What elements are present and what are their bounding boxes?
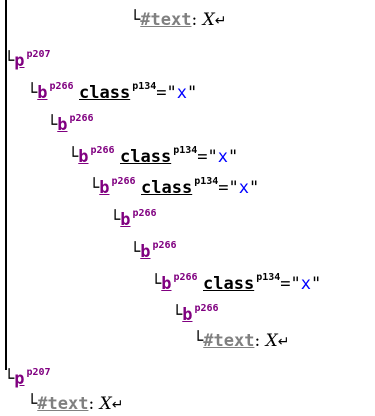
attribute-name: class <box>120 147 172 167</box>
tag-name: p <box>14 51 25 71</box>
text-value: X <box>99 394 112 414</box>
tree-connector: └ <box>151 274 162 294</box>
text-node-label: #text <box>203 331 255 351</box>
text-value: X <box>265 331 278 351</box>
quote: " <box>207 147 218 167</box>
equals-sign: = <box>156 83 167 103</box>
colon: : <box>191 10 198 30</box>
tag-name: b <box>140 242 151 262</box>
tag-ref: p207 <box>26 49 51 60</box>
tag-ref: p266 <box>173 272 198 283</box>
quote: " <box>290 274 301 294</box>
tree-connector: └ <box>4 51 15 71</box>
tag-name: b <box>37 83 48 103</box>
colon: : <box>254 331 261 351</box>
quote: " <box>187 83 198 103</box>
text-node: └#text: X↵ <box>193 331 289 352</box>
quote: " <box>228 178 239 198</box>
quote: " <box>166 83 177 103</box>
equals-sign: = <box>218 178 229 198</box>
quote: " <box>249 178 260 198</box>
tag-name: p <box>14 369 25 389</box>
tag-ref: p266 <box>49 81 74 92</box>
return-icon: ↵ <box>111 397 124 413</box>
tag-name: b <box>57 115 68 135</box>
tag-ref: p266 <box>194 303 219 314</box>
tree-connector: └ <box>4 369 15 389</box>
tree-connector: └ <box>47 115 58 135</box>
quote: " <box>311 274 322 294</box>
tree-connector: └ <box>130 10 141 30</box>
tree-connector: └ <box>68 147 79 167</box>
attribute-name: class <box>79 83 131 103</box>
attribute-ref: p134 <box>194 176 219 187</box>
tag-name: b <box>78 147 89 167</box>
return-icon: ↵ <box>214 13 227 29</box>
tree-connector: └ <box>89 178 100 198</box>
text-value: X <box>202 10 215 30</box>
tag-ref: p266 <box>152 240 177 251</box>
tag-name: b <box>99 178 110 198</box>
tag-ref: p266 <box>111 176 136 187</box>
quote: " <box>228 147 239 167</box>
equals-sign: = <box>197 147 208 167</box>
attribute-name: class <box>203 274 255 294</box>
text-node: └#text: X↵ <box>130 10 226 31</box>
equals-sign: = <box>280 274 291 294</box>
attribute-ref: p134 <box>256 272 281 283</box>
attribute-value: x <box>217 147 229 167</box>
return-icon: ↵ <box>277 334 290 350</box>
attribute-value: x <box>238 178 250 198</box>
tag-name: b <box>182 305 193 325</box>
tag-name: b <box>120 210 131 230</box>
tree-connector: └ <box>110 210 121 230</box>
tag-name: b <box>161 274 172 294</box>
tag-ref: p266 <box>132 208 157 219</box>
tree-connector: └ <box>172 305 183 325</box>
tag-ref: p207 <box>26 367 51 378</box>
tree-connector: └ <box>27 394 38 414</box>
tag-ref: p266 <box>69 113 94 124</box>
text-node-label: #text <box>37 394 89 414</box>
attribute-value: x <box>176 83 188 103</box>
tree-vertical-line <box>5 0 7 370</box>
attribute-name: class <box>141 178 193 198</box>
tag-ref: p266 <box>90 145 115 156</box>
text-node-label: #text <box>140 10 192 30</box>
text-node: └#text: X↵ <box>27 394 123 415</box>
tree-connector: └ <box>27 83 38 103</box>
colon: : <box>88 394 95 414</box>
tree-connector: └ <box>130 242 141 262</box>
attribute-value: x <box>300 274 312 294</box>
attribute-ref: p134 <box>132 81 157 92</box>
attribute-ref: p134 <box>173 145 198 156</box>
tree-connector: └ <box>193 331 204 351</box>
